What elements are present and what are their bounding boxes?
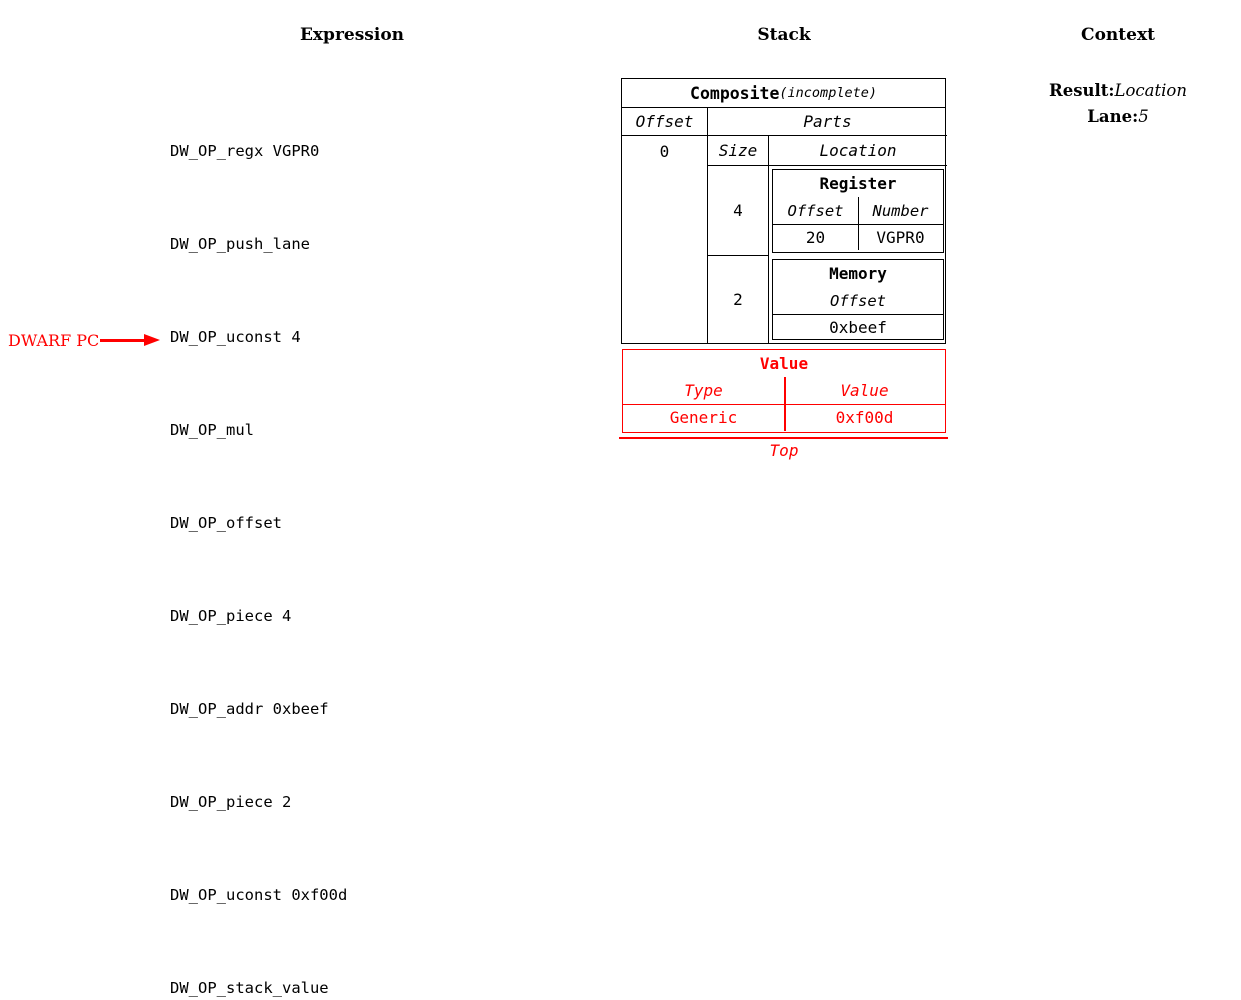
context-block: Result:Location Lane:5: [1049, 78, 1187, 130]
composite-location-table: Composite(incomplete) Offset Parts 0 Siz…: [621, 78, 947, 344]
memory-location-box: Memory Offset 0xbeef: [772, 259, 944, 340]
memory-field-offset-label: Offset: [773, 287, 943, 315]
composite-parts-header: Parts: [708, 108, 947, 136]
register-field-offset-value: 20: [773, 224, 859, 250]
expression-op-line: DW_OP_regx VGPR0: [170, 142, 320, 160]
dwarf-pc-label: DWARF PC: [8, 330, 100, 350]
context-key: Result:: [1049, 81, 1115, 100]
register-box-title: Register: [819, 174, 897, 193]
value-field-type-label: Type: [623, 377, 784, 405]
stack-top-marker-label: Top: [769, 441, 799, 460]
context-entry-lane: Lane:5: [1049, 104, 1187, 130]
register-field-number-label: Number: [858, 197, 943, 225]
expression-op-line: DW_OP_addr 0xbeef: [170, 700, 329, 718]
register-location-box: Register Offset Number 20 VGPR0: [772, 169, 944, 253]
value-field-value-value: 0xf00d: [835, 408, 894, 427]
composite-part-location: Register Offset Number 20 VGPR0: [769, 166, 947, 256]
context-entry-result: Result:Location: [1049, 78, 1187, 104]
expression-op-line: DW_OP_piece 4: [170, 607, 292, 625]
value-field-value-label: Value: [784, 377, 945, 405]
value-box-title: Value: [759, 354, 809, 373]
expression-op-line: DW_OP_offset: [170, 514, 282, 532]
expression-op-list: DW_OP_regx VGPR0 DW_OP_push_lane DW_OP_u…: [170, 74, 347, 1000]
arrow-right-icon: [100, 334, 162, 346]
context-key: Lane:: [1087, 107, 1139, 126]
composite-offset-spacer: [622, 166, 708, 343]
composite-size-header: Size: [708, 136, 769, 166]
composite-location-header: Location: [769, 136, 947, 166]
expression-op-line: DW_OP_piece 2: [170, 793, 292, 811]
composite-title: Composite(incomplete): [622, 79, 945, 108]
composite-offset-header: Offset: [622, 108, 708, 136]
composite-part-location: Memory Offset 0xbeef: [769, 256, 947, 343]
composite-part-size: 4: [708, 166, 769, 256]
composite-offset-value: 0: [622, 136, 708, 166]
composite-title-note: (incomplete): [779, 85, 877, 101]
expression-op-line: DW_OP_uconst 0xf00d: [170, 886, 348, 904]
expression-op-line: DW_OP_uconst 4: [170, 328, 301, 346]
context-value: 5: [1138, 107, 1149, 126]
page-title-expression: Expression: [299, 25, 405, 45]
value-field-type-value: Generic: [669, 408, 738, 427]
register-field-offset-label: Offset: [773, 197, 859, 225]
expression-op-line: DW_OP_mul: [170, 421, 254, 439]
composite-part-size: 2: [708, 256, 769, 343]
page-title-stack: Stack: [757, 25, 811, 45]
memory-box-title: Memory: [829, 264, 887, 283]
page-title-context: Context: [1081, 25, 1155, 45]
context-value: Location: [1114, 81, 1187, 100]
expression-op-line: DW_OP_push_lane: [170, 235, 310, 253]
composite-title-text: Composite: [690, 83, 780, 103]
expression-op-line: DW_OP_stack_value: [170, 979, 329, 997]
stack-top-marker-line: [619, 437, 948, 439]
memory-field-offset-value: 0xbeef: [829, 317, 887, 337]
register-field-number-value: VGPR0: [876, 227, 925, 247]
value-column-divider: [784, 377, 786, 431]
dwarf-pc-marker: DWARF PC: [8, 328, 162, 352]
value-stack-entry: Value Type Value Generic 0xf00d: [622, 349, 946, 433]
